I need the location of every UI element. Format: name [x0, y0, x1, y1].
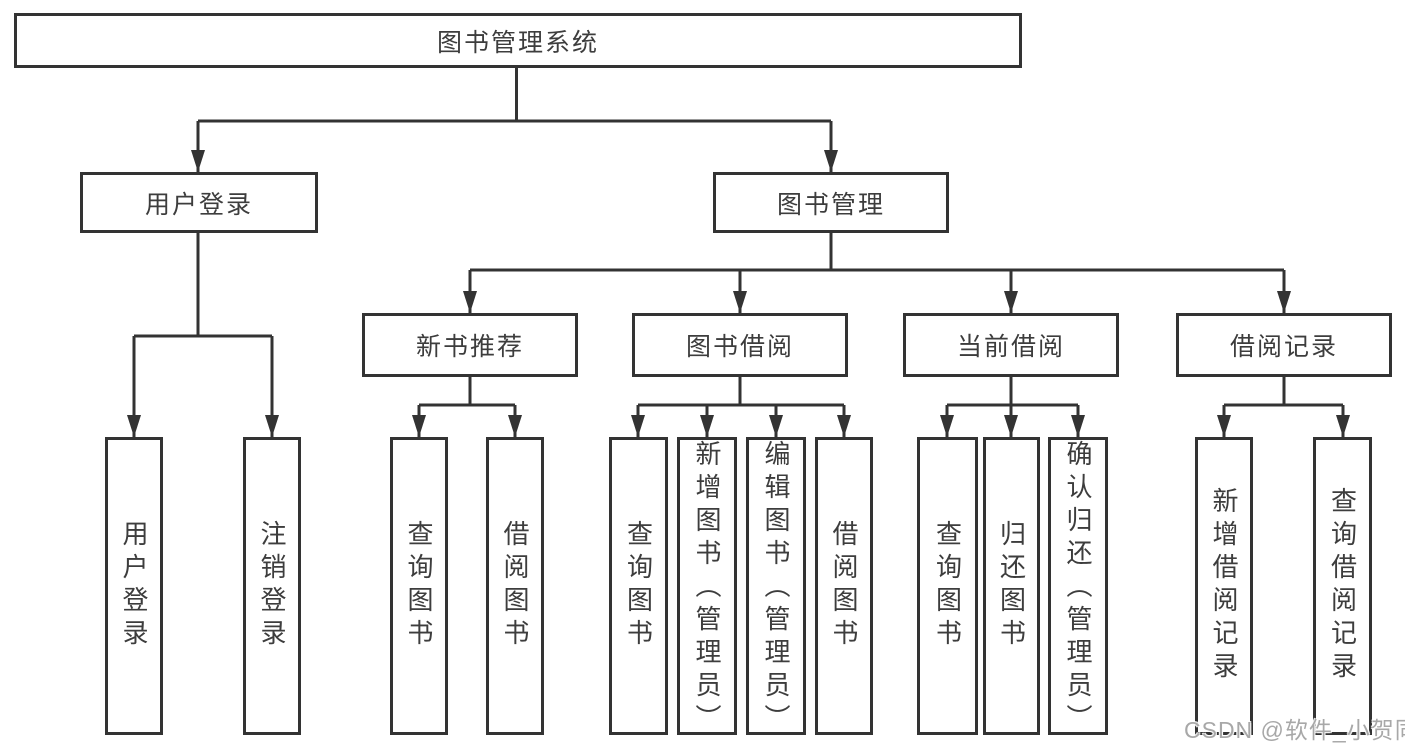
connector-new-book-recommendation-children: [412, 377, 522, 437]
node-user-login-leaf: 用户登录: [105, 437, 163, 735]
node-borrow-books-leaf: 借阅图书: [486, 437, 544, 735]
connector-current-borrowing-children: [940, 377, 1085, 437]
node-book-management: 图书管理: [713, 172, 949, 233]
node-edit-books-admin-leaf: 编辑图书（管理员）: [746, 437, 806, 735]
node-book-borrowing: 图书借阅: [632, 313, 848, 377]
node-query-books-leaf: 查询图书: [917, 437, 978, 735]
node-borrow-books-leaf: 借阅图书: [815, 437, 873, 735]
node-add-books-admin-leaf: 新增图书（管理员）: [677, 437, 737, 735]
connector-user-login-children: [127, 233, 279, 437]
node-library-management-system: 图书管理系统: [14, 13, 1022, 68]
connector-book-borrowing-children: [631, 377, 851, 437]
node-logout-leaf: 注销登录: [243, 437, 301, 735]
connector-root-to-level1: [191, 68, 838, 172]
node-user-login: 用户登录: [80, 172, 318, 233]
connector-book-management-children: [463, 233, 1291, 313]
connector-borrowing-records-children: [1217, 377, 1350, 437]
node-query-borrow-record-leaf: 查询借阅记录: [1313, 437, 1372, 735]
csdn-watermark: CSDN @软件_小贺同学: [1184, 717, 1405, 743]
node-query-books-leaf: 查询图书: [390, 437, 448, 735]
node-add-borrow-record-leaf: 新增借阅记录: [1195, 437, 1253, 735]
node-borrowing-records: 借阅记录: [1176, 313, 1392, 377]
node-new-book-recommendation: 新书推荐: [362, 313, 578, 377]
node-confirm-return-admin-leaf: 确认归还（管理员）: [1048, 437, 1108, 735]
node-query-books-leaf: 查询图书: [609, 437, 668, 735]
node-current-borrowing: 当前借阅: [903, 313, 1119, 377]
node-return-books-leaf: 归还图书: [983, 437, 1040, 735]
